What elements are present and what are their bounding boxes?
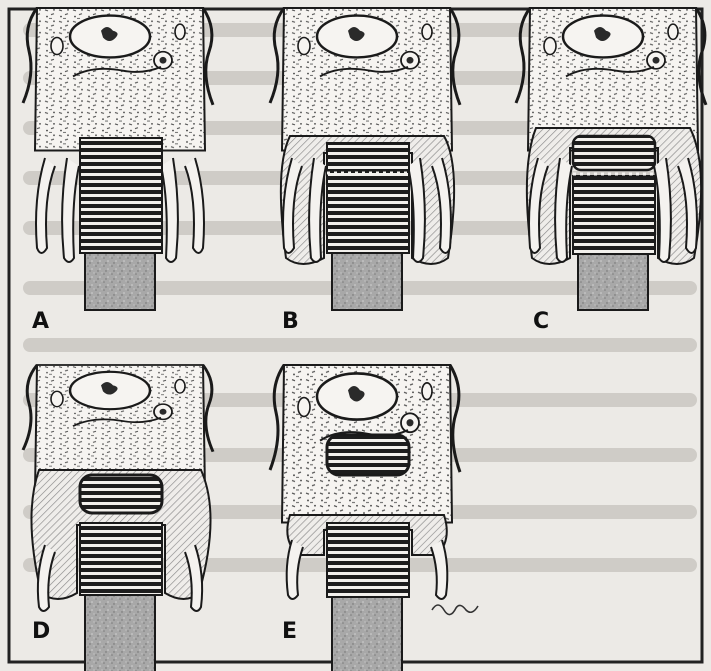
disc-packet xyxy=(573,136,655,170)
disc-stack xyxy=(80,138,162,253)
phagosome xyxy=(327,435,409,475)
phagosome xyxy=(80,475,162,513)
disc-stack xyxy=(573,176,655,254)
panel-label-d: D xyxy=(32,619,50,644)
disc-stack xyxy=(327,143,409,253)
disc-stack xyxy=(327,523,409,597)
disc-stack xyxy=(80,523,162,595)
panel-label-b: B xyxy=(282,309,299,334)
panel-label-e: E xyxy=(282,619,297,644)
panel-label-a: A xyxy=(32,309,49,334)
panel-label-c: C xyxy=(533,309,549,334)
